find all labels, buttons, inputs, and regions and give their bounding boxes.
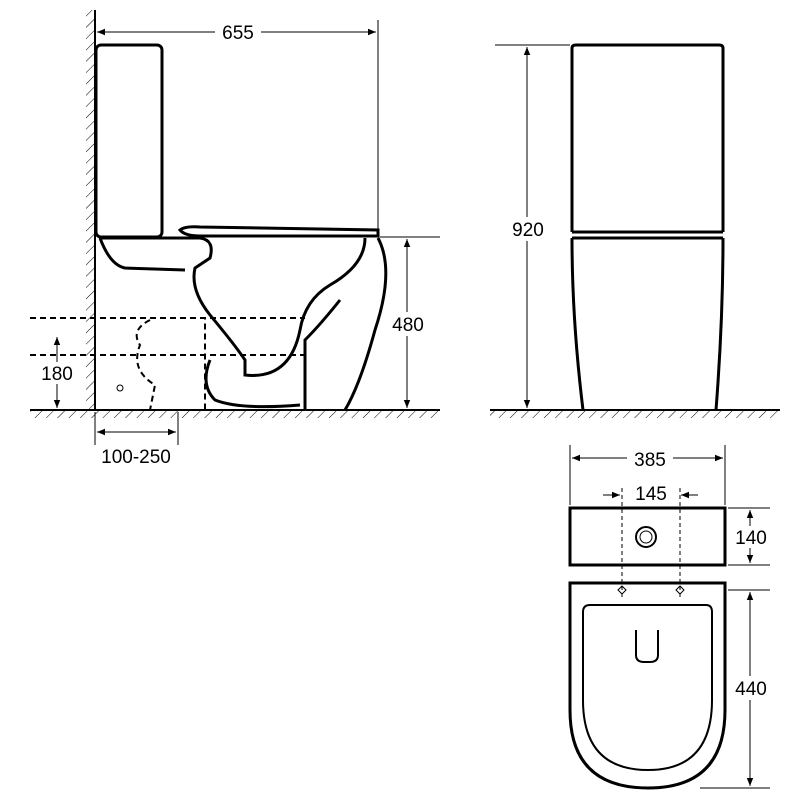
outlet-dashed-pipe (94, 318, 206, 411)
bowl-front (570, 237, 725, 411)
fixing-hole (116, 384, 124, 392)
seat-lid (177, 225, 380, 238)
cistern-top (568, 506, 727, 567)
dimension-label-655: 655 (222, 23, 254, 44)
dimension-label-145: 145 (635, 484, 667, 505)
dimension-label-180: 180 (41, 364, 73, 385)
seat-front (572, 230, 723, 240)
dimension-label-100-250: 100-250 (101, 447, 171, 468)
floor-hatch (30, 410, 440, 418)
flush-button-inner (639, 530, 653, 544)
fixing-marks (617, 585, 685, 595)
dimension-label-440: 440 (735, 679, 767, 700)
floor-hatch (490, 410, 780, 418)
trap (204, 359, 301, 409)
cistern (94, 43, 164, 239)
dimension-label-480: 480 (392, 315, 424, 336)
seat-top (582, 604, 713, 772)
dimension-label-140: 140 (735, 528, 767, 549)
flush-button (635, 526, 657, 548)
dimension-label-920: 920 (512, 220, 544, 241)
front-view: 920 (490, 43, 780, 418)
cistern-front (570, 43, 725, 232)
outlet-dashed-lines (30, 317, 305, 356)
flush-channel (98, 237, 186, 272)
side-view: 655 480 180 100-250 (30, 10, 440, 468)
wall-hatch (86, 10, 95, 410)
dimension-label-385: 385 (634, 450, 666, 471)
foot (303, 299, 342, 410)
bowl-inner (100, 236, 367, 377)
bowl-opening (635, 630, 659, 663)
bowl-outer (343, 237, 388, 411)
top-view: 385 145 140 440 (568, 445, 772, 790)
bowl-top (568, 581, 727, 790)
